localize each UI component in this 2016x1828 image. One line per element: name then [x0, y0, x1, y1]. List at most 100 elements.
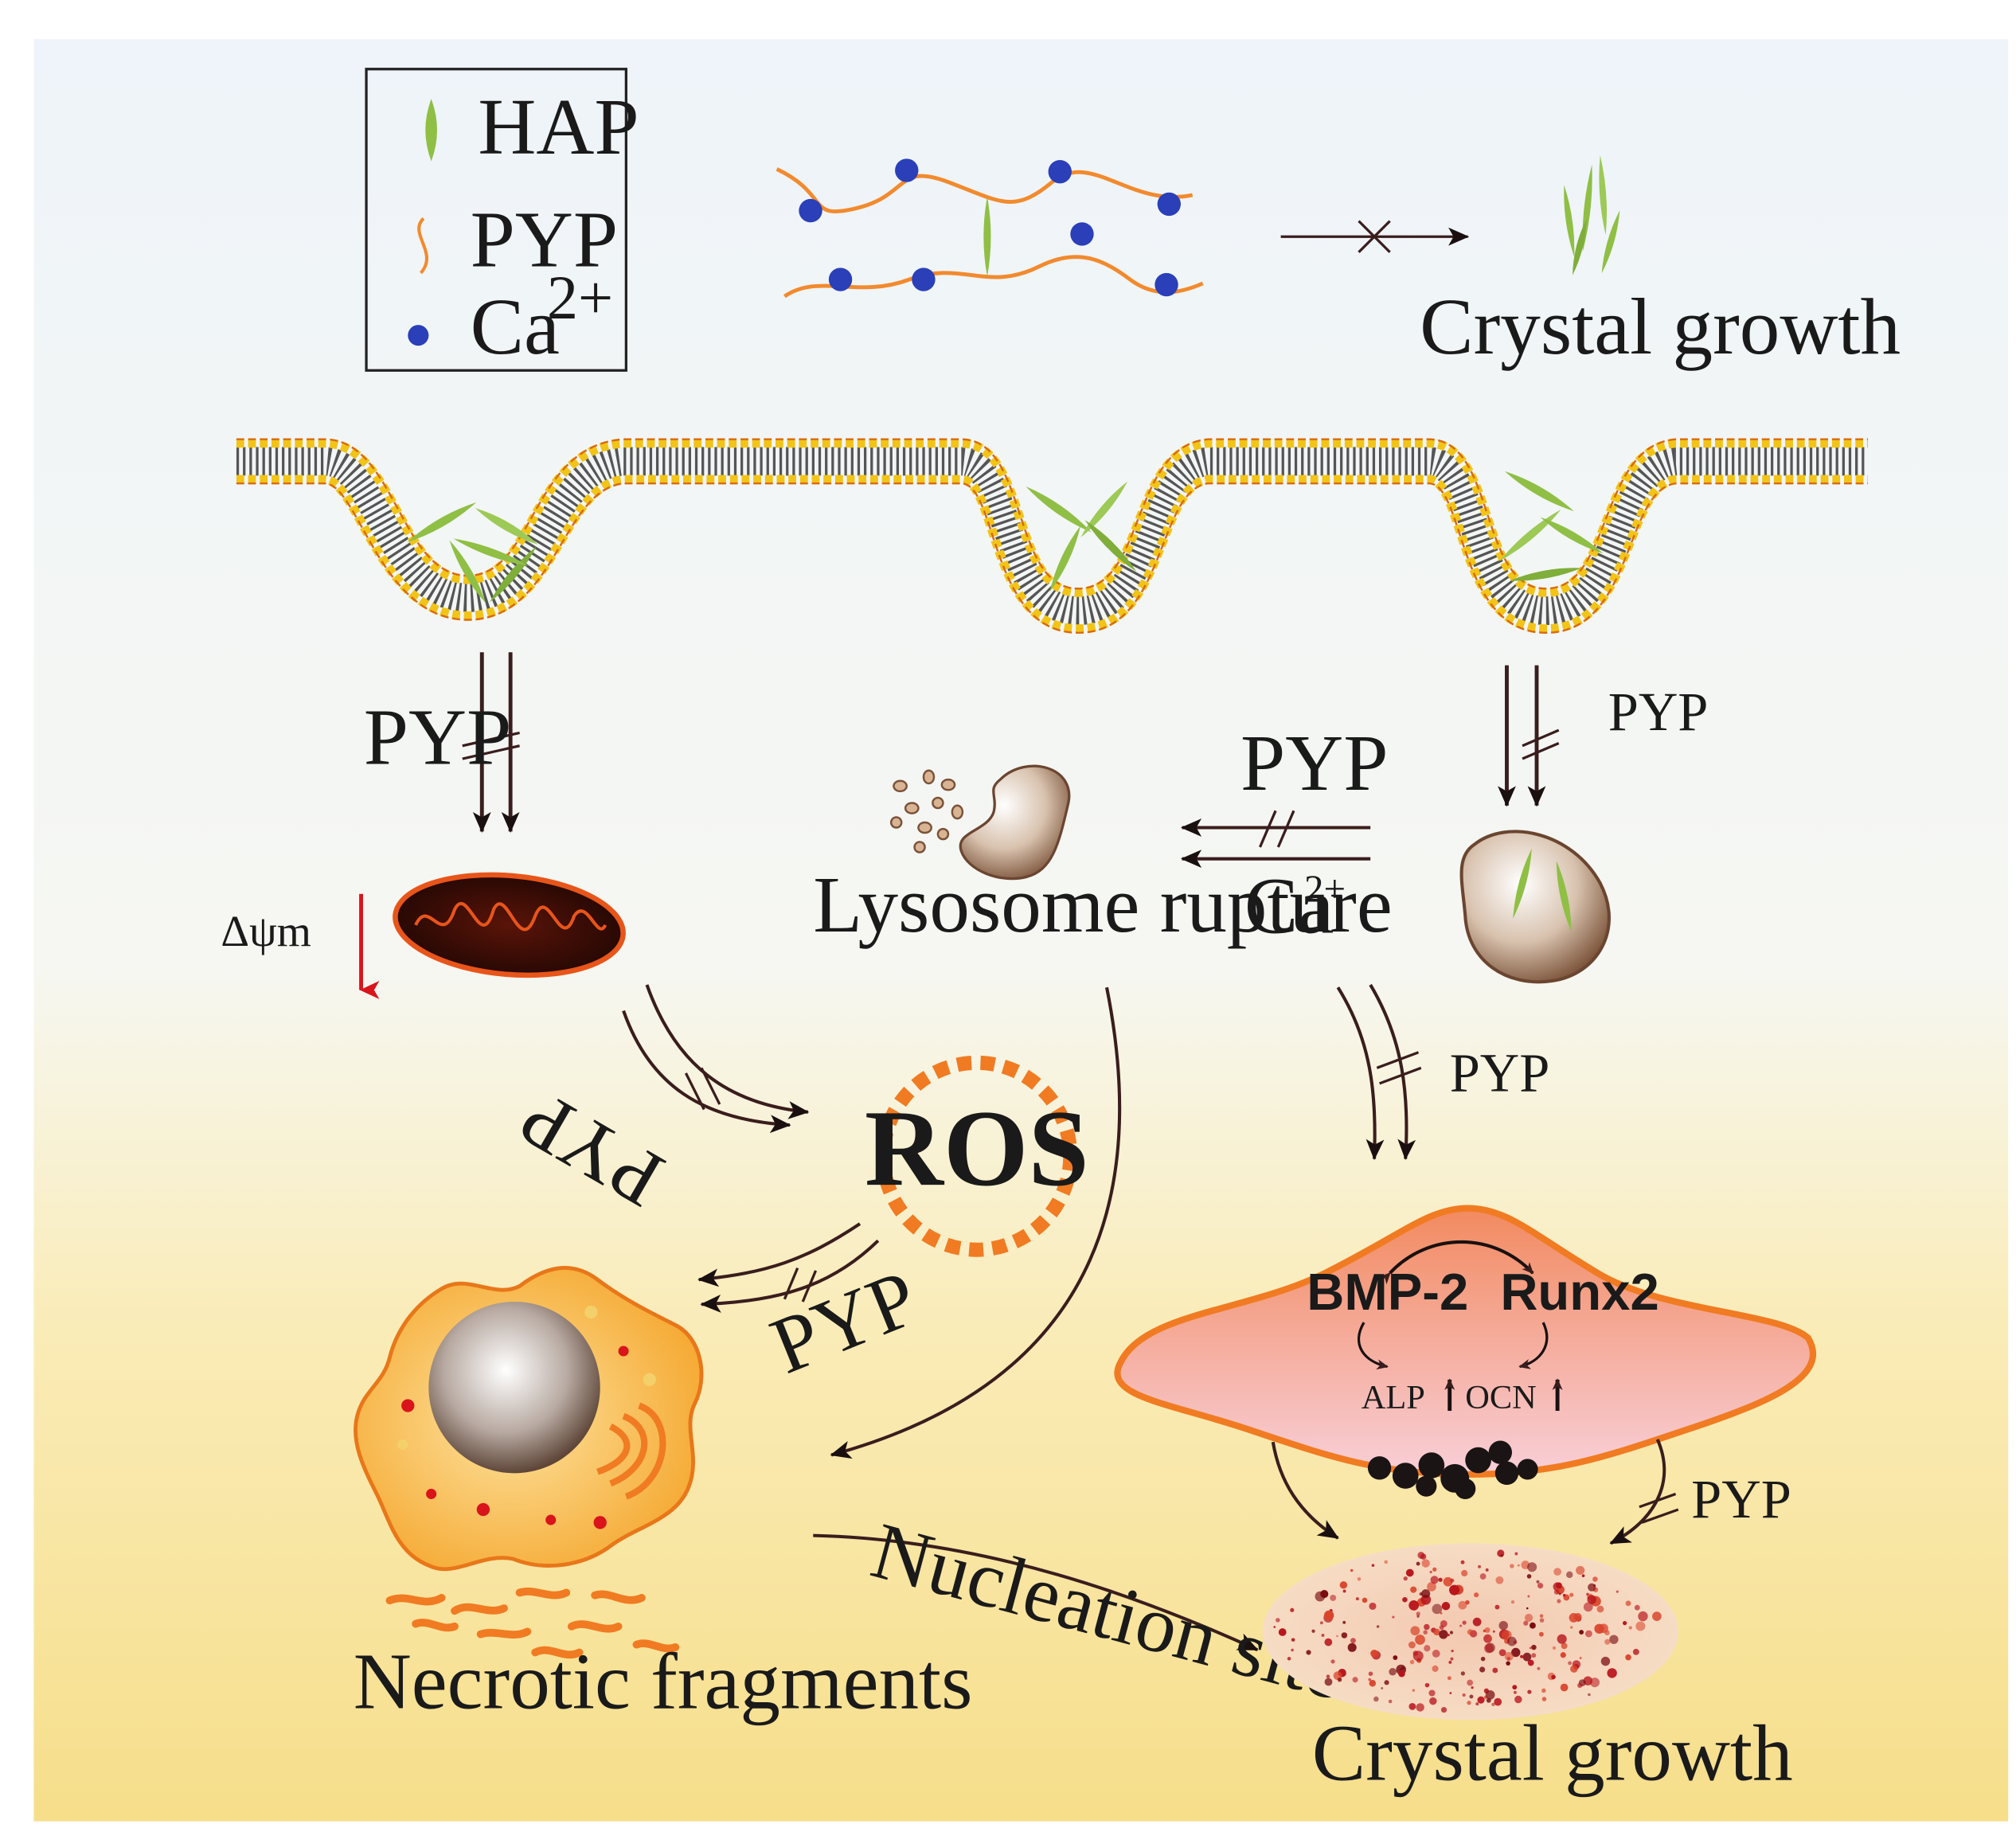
crystal-speckle [1531, 1644, 1537, 1650]
crystal-speckle [1588, 1583, 1596, 1592]
nucleus [428, 1301, 600, 1474]
crystal-speckle [1485, 1568, 1489, 1572]
block-mark [1259, 810, 1295, 848]
crystal-speckle [1449, 1692, 1452, 1694]
crystal-speckle [1506, 1661, 1510, 1666]
crystal-speckle [1336, 1635, 1338, 1638]
crystal-speckle [1555, 1582, 1562, 1589]
arrow-lyso-to-osteo-2 [1369, 983, 1416, 1161]
crystal-speckle [1357, 1577, 1362, 1581]
crystal-speckle [1522, 1652, 1532, 1662]
crystal-speckle [1596, 1605, 1604, 1613]
crystal-speckle [1291, 1638, 1295, 1642]
crystal-speckle [1495, 1576, 1504, 1584]
crystal-speckle [1513, 1690, 1517, 1694]
crystal-speckle [1537, 1666, 1541, 1670]
arrow-osteo-to-crystal-left [1271, 1441, 1339, 1540]
crystal-speckle [1432, 1567, 1437, 1572]
crystal-speckle [1459, 1624, 1463, 1627]
crystal-speckle [1430, 1576, 1439, 1584]
osteoblast-cell [1114, 1205, 1817, 1478]
cell-membrane [236, 438, 1869, 635]
crystal-speckle [1450, 1578, 1455, 1583]
crystal-speckle [1420, 1553, 1427, 1560]
crystal-speckle [1552, 1646, 1557, 1650]
crystal-speckle [1652, 1611, 1662, 1621]
crystal-speckle [1393, 1655, 1398, 1660]
crystal-speckle [1530, 1622, 1536, 1629]
crystal-speckle [1368, 1678, 1371, 1682]
crystal-speckle [1553, 1589, 1560, 1595]
crystal-speckle [1592, 1576, 1598, 1582]
crystal-speckle [1415, 1635, 1425, 1645]
arrow-osteo-to-crystal-right [1609, 1439, 1666, 1545]
arrow-nucleation [813, 1533, 1259, 1652]
hap-crystals-middle-pocket [1026, 481, 1137, 592]
legend-box [365, 68, 627, 372]
arrow-bmp2-runx2-top [1378, 1240, 1534, 1285]
crystal-speckle [1342, 1620, 1346, 1624]
crystal-speckle [1447, 1634, 1450, 1637]
crystal-speckle [1562, 1594, 1566, 1597]
crystal-speckle [1553, 1568, 1561, 1576]
golgi [596, 1402, 666, 1500]
ca-ion [912, 268, 936, 291]
crystal-speckle [1432, 1603, 1443, 1615]
legend-hap-label: HAP [478, 82, 639, 171]
crystal-speckle [1484, 1643, 1494, 1654]
crystal-speckle [1581, 1574, 1585, 1578]
crystal-speckle [1416, 1561, 1420, 1566]
crystal-speckle [1460, 1560, 1465, 1564]
crystal-speckle [1573, 1613, 1582, 1621]
crystal-speckle [1537, 1583, 1544, 1589]
crystal-speckle [1368, 1671, 1373, 1677]
crystal-speckle [1588, 1693, 1591, 1697]
crystal-speckle [1389, 1668, 1397, 1676]
crystal-speckle [1355, 1597, 1359, 1601]
block-mark [1522, 728, 1560, 760]
crystal-speckle [1388, 1699, 1393, 1704]
crystal-speckle [1469, 1694, 1474, 1699]
ca-ion [799, 198, 822, 223]
crystal-speckle [1576, 1565, 1585, 1575]
membrane-heads-inner [236, 475, 1869, 634]
crystal-speckle [1628, 1626, 1632, 1630]
crystal-speckle [1479, 1666, 1486, 1673]
crystal-speckle [1524, 1613, 1533, 1622]
necrotic-fragments-label: Necrotic fragments [354, 1637, 973, 1726]
ca-lysosome-superscript: 2+ [1304, 867, 1346, 911]
crystal-speckle [1429, 1570, 1432, 1574]
crystal-speckle [1324, 1638, 1333, 1646]
crystal-speckle [1460, 1671, 1465, 1676]
arrow-mito-to-ros-1 [645, 984, 810, 1119]
crystal-speckle [1480, 1656, 1486, 1662]
crystal-speckle [1330, 1595, 1337, 1601]
crystal-speckle [1561, 1642, 1568, 1650]
crystal-speckle [1428, 1689, 1436, 1697]
crystal-speckle [1320, 1590, 1329, 1599]
crystal-speckle [1526, 1574, 1532, 1579]
crystal-speckle [1376, 1625, 1380, 1628]
crystal-speckle [1362, 1597, 1368, 1603]
crystal-speckle [1538, 1631, 1544, 1637]
membrane-heads-inner-rim [236, 482, 1869, 635]
crystal-speckle [1398, 1670, 1405, 1678]
lysosome-rupture-label: Lysosome rupture [813, 860, 1392, 949]
arrow-lyso-to-osteo-1 [1336, 986, 1385, 1161]
crystal-speckle [1557, 1599, 1561, 1603]
crystal-speckle [1523, 1620, 1529, 1626]
crystal-speckle [1409, 1659, 1415, 1665]
arrow-mito-to-ros-2 [622, 1010, 791, 1134]
pyp-strand-upper [776, 167, 1194, 213]
crystal-speckle [1622, 1620, 1627, 1626]
crystal-speckle [1323, 1610, 1334, 1621]
block-mark [684, 1067, 721, 1111]
crystal-speckle [1291, 1648, 1294, 1652]
pyp-left-label: PYP [364, 693, 512, 782]
crystal-speckle [1479, 1573, 1487, 1580]
crystal-speckle [1491, 1702, 1495, 1707]
crystal-speckle [1638, 1611, 1648, 1622]
crystal-speckle [1472, 1617, 1482, 1627]
crystal-speckle [1594, 1623, 1604, 1634]
